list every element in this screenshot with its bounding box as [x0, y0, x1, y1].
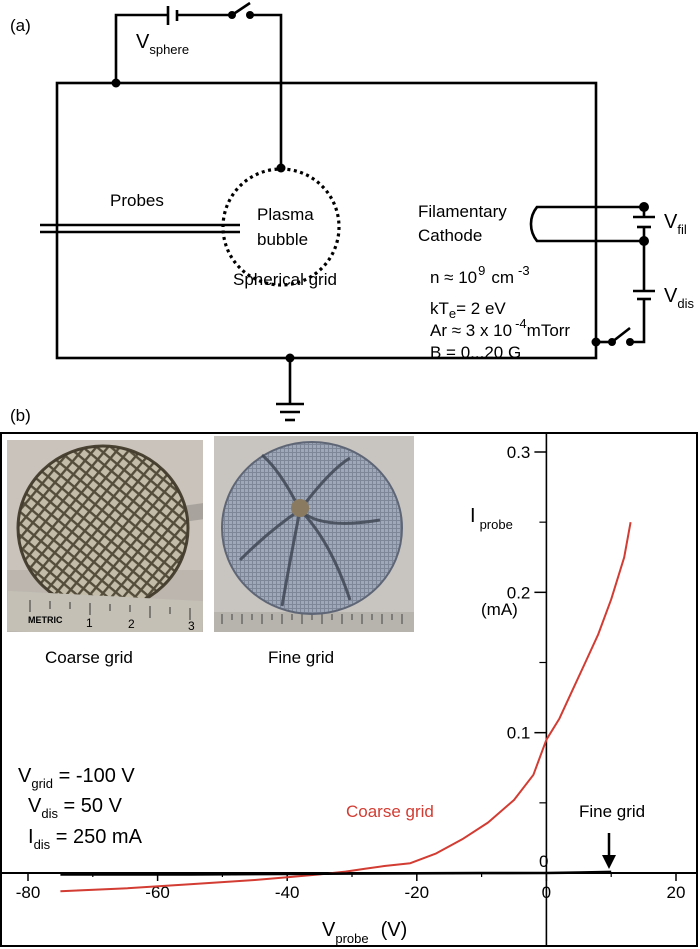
- panel-b-label: (b): [10, 406, 31, 425]
- filamentary-label: Filamentary: [418, 202, 507, 221]
- x-tick-label-0: -80: [16, 883, 41, 902]
- x-tick-label-3: -20: [405, 883, 430, 902]
- spherical-grid-circle: [221, 167, 341, 287]
- probes-label: Probes: [110, 191, 164, 210]
- series-line-coarse-grid: [60, 522, 632, 893]
- x-tick-label-2: -40: [275, 883, 300, 902]
- chamber-box: [55, 81, 598, 360]
- panel-b-frame: [0, 432, 698, 947]
- ruler-num-2: 2: [128, 617, 135, 631]
- sphere-wire-left: [114, 13, 168, 83]
- x-tick-label-4: 0: [542, 883, 551, 902]
- y-tick-label-1: 0.2: [507, 583, 531, 602]
- x-tick-label-1: -60: [145, 883, 170, 902]
- x-tick-label-5: 20: [667, 883, 686, 902]
- v-sphere-label: Vsphere: [136, 31, 189, 57]
- y-tick-label-2: 0.3: [507, 443, 531, 462]
- spherical-grid-label: Spherical grid: [233, 270, 337, 289]
- cathode-label: Cathode: [418, 226, 482, 245]
- temperature-label: kTe= 2 eV: [430, 299, 506, 321]
- y-tick-label-0: 0.1: [507, 724, 531, 743]
- ruler-num-1: 1: [86, 616, 93, 630]
- coarse-grid-photo: METRIC 1 2 3: [7, 440, 203, 633]
- sphere-wire-right: [250, 13, 283, 168]
- fine-grid-photo: [214, 436, 414, 632]
- fine-photo-caption: Fine grid: [268, 648, 334, 667]
- v-dis-label: Vdis: [664, 285, 694, 311]
- coarse-photo-caption: Coarse grid: [45, 648, 133, 667]
- ruler-metric-text: METRIC: [28, 615, 63, 625]
- plasma-label: Plasma: [257, 205, 314, 224]
- param-v-dis: Vdis = 50 V: [28, 795, 123, 821]
- series-line-fine-grid: [60, 870, 612, 876]
- fine-grid-arrow: [602, 833, 616, 869]
- circuit-junctions: [111, 11, 649, 363]
- zero-current-label: 0: [539, 852, 548, 871]
- y-axis-unit: (mA): [481, 600, 518, 619]
- param-i-dis: Idis = 250 mA: [28, 826, 143, 852]
- panel-a-label: (a): [10, 16, 31, 35]
- chamber-circuit: [40, 1, 655, 422]
- coarse-series-label: Coarse grid: [346, 802, 434, 821]
- bubble-label: bubble: [257, 230, 308, 249]
- v-fil-label: Vfil: [664, 211, 687, 237]
- dis-wire-bottom: [630, 299, 646, 344]
- pressure-label: Ar ≈ 3 x 10-4mTorr: [430, 316, 570, 340]
- field-label: B = 0...20 G: [430, 343, 521, 362]
- ruler-num-3: 3: [188, 619, 195, 633]
- fine-series-label: Fine grid: [579, 802, 645, 821]
- param-v-grid: Vgrid = -100 V: [18, 765, 135, 791]
- filament-loop: [529, 205, 644, 243]
- x-axis-label: Vprobe(V): [322, 919, 407, 946]
